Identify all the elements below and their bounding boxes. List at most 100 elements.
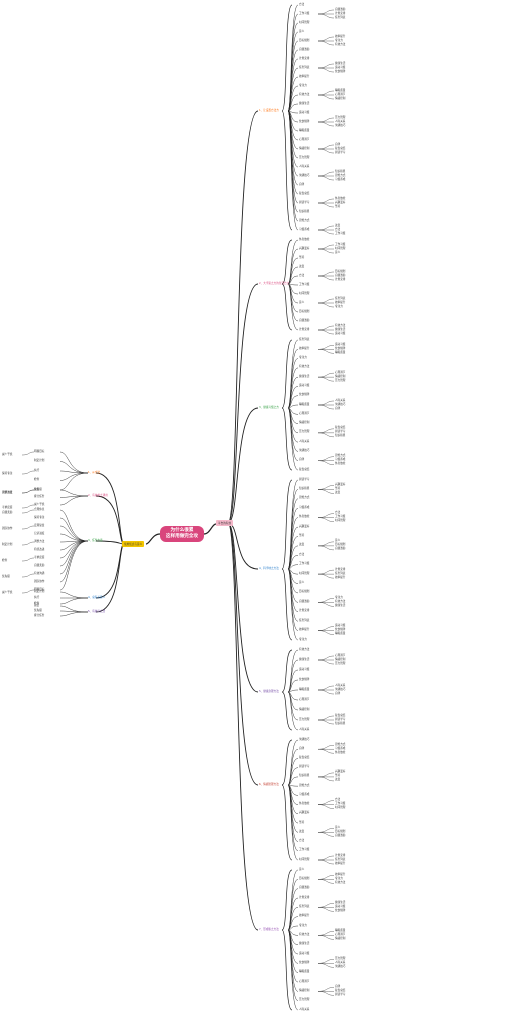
left-subleaf[interactable]: 优先级 [2,574,10,578]
left-leaf[interactable]: 制定计划 [34,459,45,462]
right-leaf[interactable]: 健康生活 [299,101,310,105]
right-leaf[interactable]: 效率提升 [299,346,310,350]
right-subleaf[interactable]: 专注力 [335,304,343,308]
right-leaf[interactable]: 运动习惯 [299,667,310,671]
right-leaf[interactable]: 人际关系 [299,439,310,443]
right-leaf[interactable]: 自律 [299,746,305,750]
right-leaf[interactable]: 专注力 [299,637,307,641]
right-leaf[interactable]: 计划安排 [299,327,310,331]
right-subleaf[interactable]: 有效方法 [335,880,346,884]
right-leaf[interactable]: 专注力 [299,83,307,87]
right-subleaf[interactable]: 有效方法 [335,42,346,46]
left-leaf[interactable]: 拆分任务 [34,495,45,498]
right-subleaf[interactable]: 情绪控制 [335,374,346,378]
right-branch-1[interactable]: 1、让设置方法方 [259,108,279,112]
right-leaf[interactable]: 工作习惯 [299,282,310,286]
right-leaf[interactable]: 方法 [299,552,305,556]
right-branch-4[interactable]: 4、科学地之方法 [259,566,279,570]
left-leaf[interactable]: 执行 [34,468,40,472]
right-leaf[interactable]: 人际关系 [299,1007,310,1011]
right-subleaf[interactable]: 人际关系 [335,398,346,402]
right-leaf[interactable]: 自我激励 [299,47,310,51]
right-subleaf[interactable]: 习惯养成 [335,458,346,462]
right-leaf[interactable]: 任务列表 [299,337,310,341]
right-subleaf[interactable]: 方法 [335,798,341,802]
left-branch-5[interactable]: 5、有效习之活 [88,609,106,613]
right-leaf[interactable]: 情绪控制 [299,421,310,425]
right-subleaf[interactable]: 心理调节 [335,370,346,374]
right-leaf[interactable]: 计划安排 [299,56,310,60]
right-branch-3[interactable]: 3、健康习惯之方 [259,405,279,409]
right-leaf[interactable]: 时间管理 [299,20,310,24]
right-subleaf[interactable]: 任务列表 [335,15,346,19]
right-subleaf[interactable]: 饮食规律 [335,908,346,912]
right-subleaf[interactable]: 目标规划 [335,543,346,547]
left-subleaf[interactable]: 保持专注 [2,471,13,475]
right-subleaf[interactable]: 自律 [335,984,341,988]
right-leaf[interactable]: 心理调节 [299,697,310,701]
left-leaf[interactable]: 总结 [34,603,40,607]
right-leaf[interactable]: 心理调节 [299,411,310,415]
right-leaf[interactable]: 阅读学习 [299,765,310,769]
right-leaf[interactable]: 情绪控制 [299,988,310,992]
right-leaf[interactable]: 效率提升 [299,914,310,918]
right-leaf[interactable]: 复盘总结 [299,755,310,759]
right-subleaf[interactable]: 沟通技巧 [335,123,346,127]
root-node[interactable]: 为什么很累 这样用做完全攻 [160,526,204,542]
right-leaf[interactable]: 心理调节 [299,137,310,141]
right-subleaf[interactable]: 改变 [335,778,341,782]
right-leaf[interactable]: 意义 [299,867,305,871]
right-subleaf[interactable]: 自律 [335,142,341,146]
right-subleaf[interactable]: 意义 [335,825,341,829]
right-leaf[interactable]: 思维方式 [299,783,310,787]
right-subleaf[interactable]: 自我激励 [335,833,346,837]
left-leaf[interactable]: 拆分任务 [34,613,45,617]
right-subleaf[interactable]: 专注力 [335,876,343,880]
right-leaf[interactable]: 兴趣爱好 [299,811,310,815]
right-leaf[interactable]: 复盘总结 [299,191,310,195]
left-leaf[interactable]: 检查 [34,478,40,481]
right-leaf[interactable]: 有效方法 [299,647,310,651]
right-subleaf[interactable]: 复盘总结 [335,426,346,430]
right-leaf[interactable]: 时间管理 [299,571,310,575]
right-subleaf[interactable]: 专注力 [335,595,343,599]
right-subleaf[interactable]: 健康生活 [335,61,346,65]
right-subleaf[interactable]: 运动习惯 [335,331,346,335]
left-branch-1[interactable]: 1、从方法 [88,470,101,474]
right-leaf[interactable]: 健康生活 [299,374,310,378]
right-subleaf[interactable]: 效率提升 [335,872,346,876]
right-leaf[interactable]: 睡眠质量 [299,128,310,132]
right-subleaf[interactable]: 任务列表 [335,296,346,300]
right-leaf[interactable]: 坚持 [299,533,305,537]
right-subleaf[interactable]: 自律 [335,406,341,410]
left-leaf[interactable]: 记录进度 [34,531,45,535]
right-subleaf[interactable]: 休息放松 [335,462,346,466]
right-leaf[interactable]: 意义 [299,300,305,304]
right-subleaf[interactable]: 自律 [335,691,341,695]
left-leaf[interactable]: 执行 [34,595,40,599]
right-leaf[interactable]: 知识积累 [299,774,310,778]
left-leaf[interactable]: 检查 [34,601,40,605]
left-subleaf[interactable]: 调整方法 [2,490,13,494]
left-subleaf[interactable]: 团队协作 [2,526,13,530]
right-subleaf[interactable]: 阅读学习 [335,992,346,996]
right-subleaf[interactable]: 改变 [335,223,341,227]
right-leaf[interactable]: 专注力 [299,923,307,927]
right-leaf[interactable]: 压力管理 [299,155,310,159]
right-subleaf[interactable]: 坚持 [335,774,341,778]
left-leaf[interactable]: 持续改进 [34,547,45,551]
right-leaf[interactable]: 习惯养成 [299,505,310,509]
right-subleaf[interactable]: 人际关系 [335,119,346,123]
right-subleaf[interactable]: 休息放松 [335,196,346,200]
right-leaf[interactable]: 改变 [299,264,305,268]
left-leaf[interactable]: 自我奖励 [34,563,45,567]
right-subleaf[interactable]: 有效方法 [335,599,346,603]
right-subleaf[interactable]: 效率提升 [335,575,346,579]
right-leaf[interactable]: 工作习惯 [299,562,310,566]
right-subleaf[interactable]: 坚持 [335,204,341,208]
right-leaf[interactable]: 自律 [299,182,305,186]
right-leaf[interactable]: 任务列表 [299,904,310,908]
right-subleaf[interactable]: 意义 [335,539,341,543]
left-subleaf[interactable]: 检查 [2,558,8,562]
right-subleaf[interactable]: 效率提升 [335,861,346,865]
